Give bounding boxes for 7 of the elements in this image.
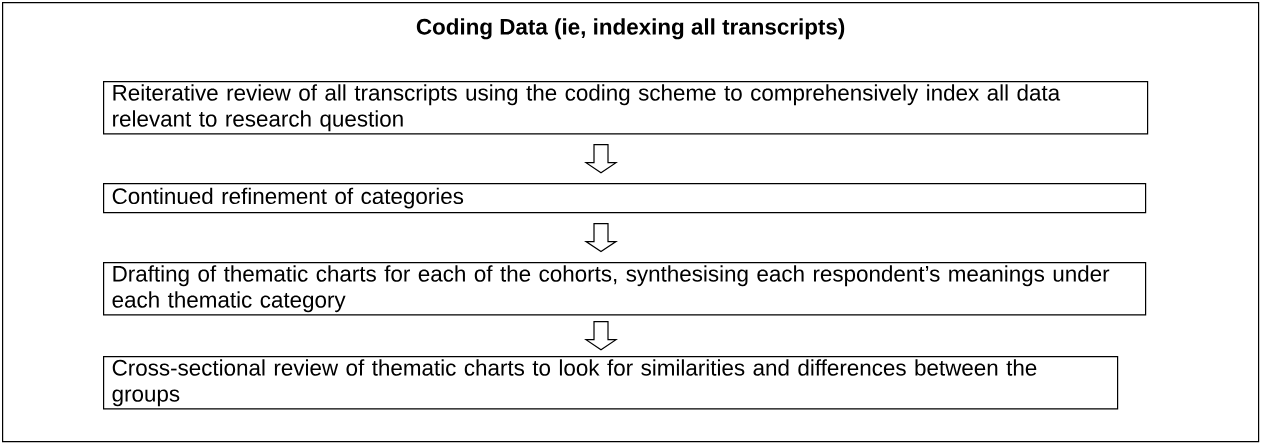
- arrow: [584, 223, 618, 253]
- process-box: Drafting of thematic charts for each of the cohorts, synthesising each respondent’s meanings under each thematic category: [103, 262, 1147, 316]
- process-box: Continued refinement of categories: [103, 183, 1147, 214]
- arrow: [584, 321, 618, 351]
- process-box: Cross-sectional review of thematic charts to look for similarities and differences between the groups: [103, 356, 1119, 410]
- process-box: Reiterative review of all transcripts using the coding scheme to comprehensively index all data relevant to research question: [103, 81, 1149, 135]
- arrow: [584, 144, 618, 174]
